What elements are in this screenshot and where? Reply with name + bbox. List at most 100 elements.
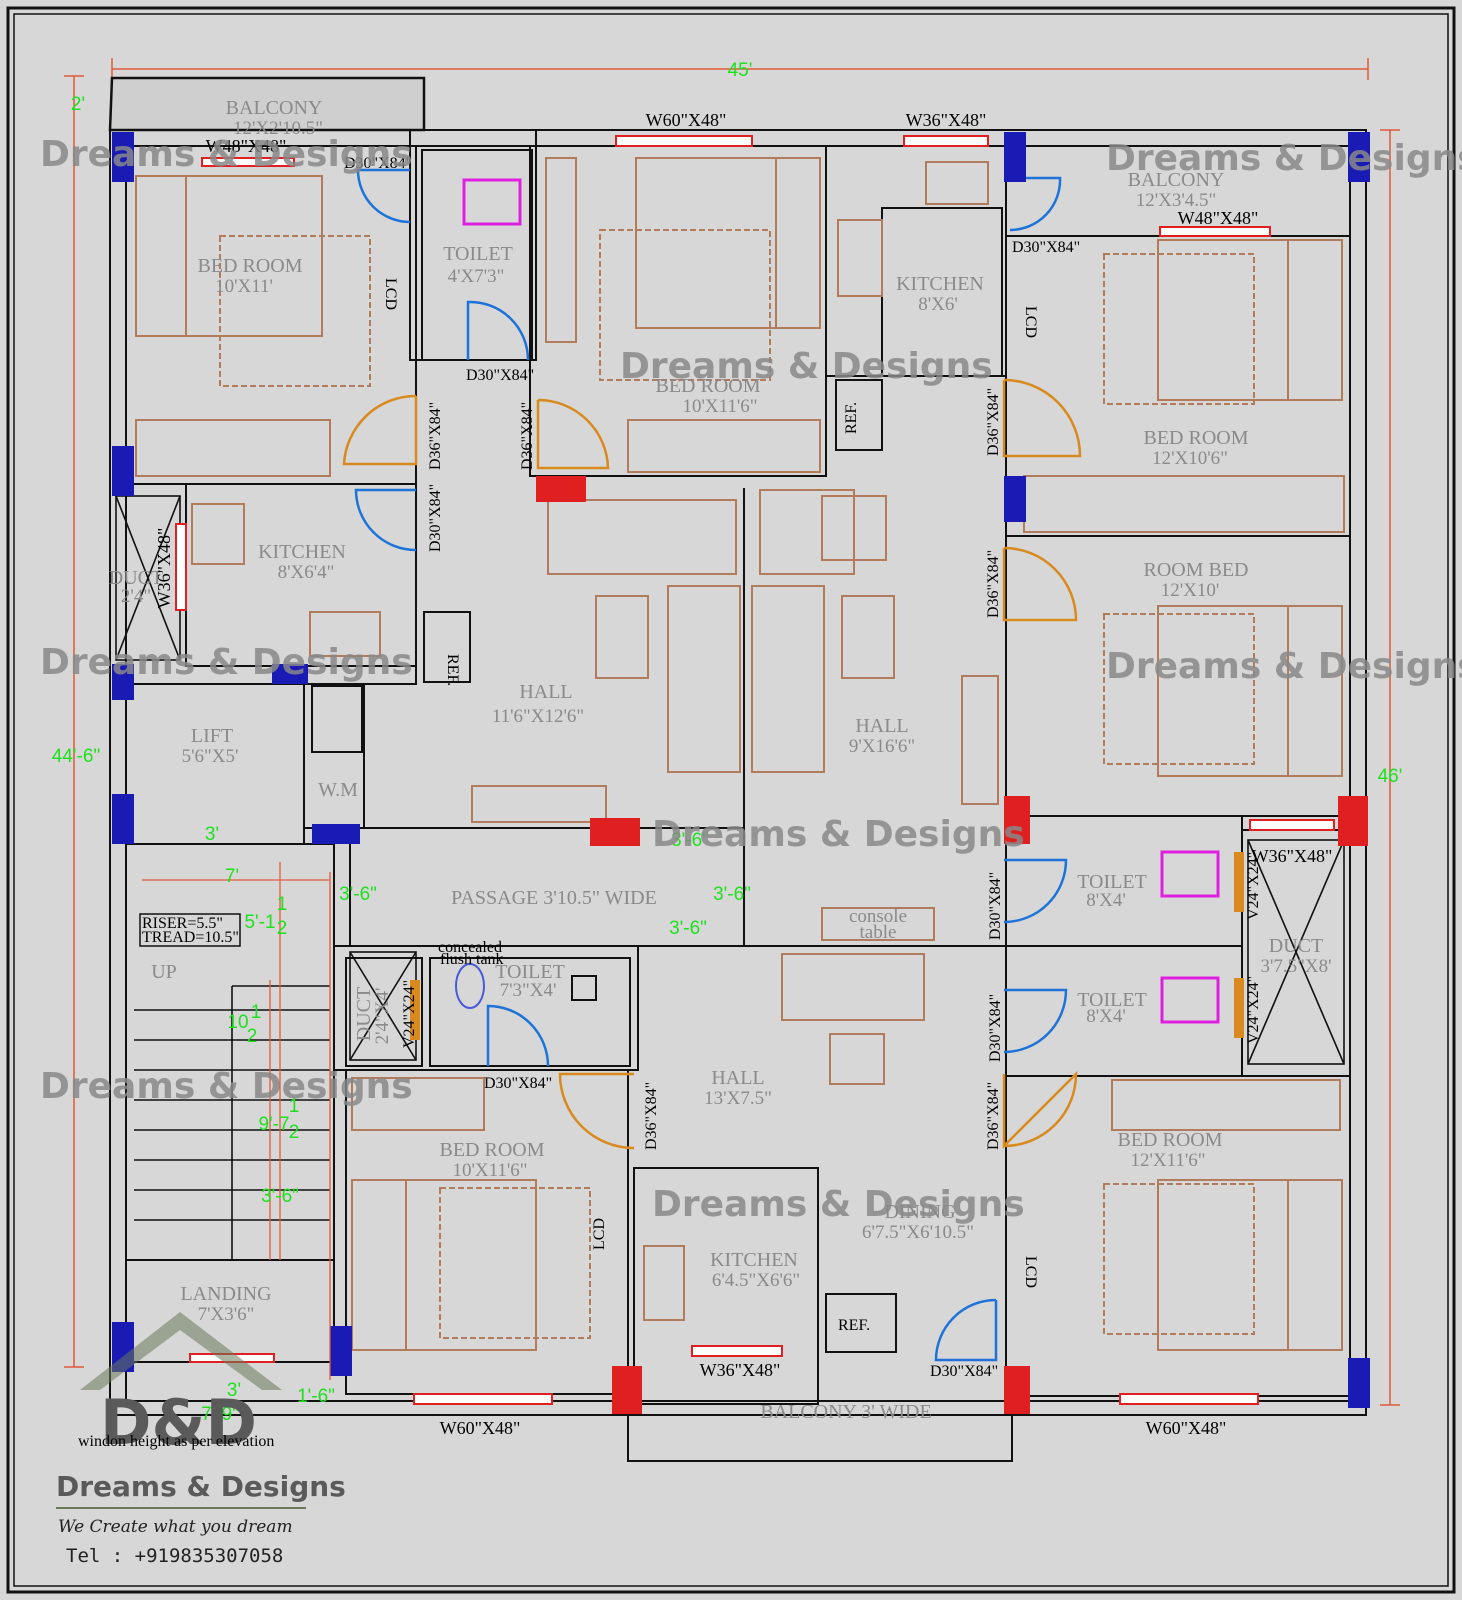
dim-fraction: 1 xyxy=(277,894,288,915)
tv-console xyxy=(471,785,607,823)
flush-tank-label: flush tank xyxy=(440,951,504,968)
floor-drain xyxy=(571,975,597,1001)
window-label: W36"X48" xyxy=(700,1360,781,1380)
wc-fixture xyxy=(1160,976,1220,1024)
door-label: D30"X84" xyxy=(1012,239,1080,256)
dim-label: 9'-7 xyxy=(258,1114,289,1135)
armchair xyxy=(821,495,887,561)
room-size: 9'X16'6" xyxy=(849,736,915,757)
frame-outer xyxy=(6,6,1456,1594)
room-size: 12'X3'4.5" xyxy=(1136,190,1217,211)
toilet-seat xyxy=(455,963,485,1009)
wardrobe xyxy=(351,1077,485,1131)
bed-headboard xyxy=(775,157,821,329)
bed xyxy=(635,157,777,329)
room-name: HALL xyxy=(711,1067,764,1089)
room-size: 6'7.5"X6'10.5" xyxy=(862,1222,974,1243)
door-label: D36"X84" xyxy=(985,550,1002,618)
overall-width-label: 45' xyxy=(728,60,753,81)
room-name: KITCHEN xyxy=(258,541,346,563)
bed xyxy=(1157,239,1289,401)
ventilator xyxy=(1234,978,1244,1038)
window xyxy=(691,1345,783,1357)
ventilator xyxy=(1234,852,1244,912)
room-name: BED ROOM xyxy=(1143,427,1248,449)
riser-label: RISER=5.5" xyxy=(142,915,223,932)
window-note: windon height as per elevation xyxy=(78,1433,274,1450)
watermark: Dreams & Designs xyxy=(1106,138,1462,179)
door-label: D30"X84" xyxy=(987,994,1004,1062)
room-name: TOILET xyxy=(443,243,513,265)
window-label: W36"X48" xyxy=(1252,846,1333,866)
balcony-offset-label: 2' xyxy=(71,94,85,115)
room-name: W.M xyxy=(318,779,358,801)
refrigerator xyxy=(835,379,883,451)
console-table xyxy=(821,907,935,941)
armchair xyxy=(759,489,855,575)
room-name: DUCT xyxy=(353,987,375,1041)
room-size: 7'X3'6" xyxy=(198,1304,255,1325)
logo-mark-house xyxy=(56,1312,306,1509)
dim-label: 3'-6" xyxy=(669,918,707,939)
rug xyxy=(1103,613,1255,765)
door-label: D30"X84" xyxy=(987,872,1004,940)
wc-fixture xyxy=(1160,850,1220,898)
rug xyxy=(599,229,771,381)
room-size: 8'X6'4" xyxy=(278,562,335,583)
wardrobe xyxy=(1111,1079,1341,1131)
dim-fraction: 2 xyxy=(277,918,288,939)
room-size: 10'X11'6" xyxy=(682,396,757,417)
sofa xyxy=(781,953,925,1021)
overall-left-height-label: 44'-6" xyxy=(52,746,100,767)
window-label: W48"X48" xyxy=(1178,208,1259,228)
room-size: 6'4.5"X6'6" xyxy=(712,1270,800,1291)
lcd-label: LCD xyxy=(382,278,399,310)
window xyxy=(1159,226,1271,237)
window-label: W60"X48" xyxy=(1146,1418,1227,1438)
bed xyxy=(1157,605,1289,777)
dim-label: 7' xyxy=(225,866,239,887)
room-size: 11'6"X12'6" xyxy=(492,706,584,727)
sanitary xyxy=(455,178,1220,1024)
dim-fraction: 1 xyxy=(251,1002,262,1023)
dim-label: 5'-1 xyxy=(244,912,275,933)
sink xyxy=(191,503,245,565)
room-size: 8'X6' xyxy=(918,294,958,315)
watermark: Dreams & Designs xyxy=(1106,646,1462,687)
door-label: D36"X84" xyxy=(427,402,444,470)
lcd-label: LCD xyxy=(591,1218,608,1250)
room-size: 8'X4' xyxy=(1086,1006,1126,1027)
stair-dimension-lines xyxy=(142,862,331,1380)
room-name: TOILET xyxy=(495,961,565,983)
watermark: Dreams & Designs xyxy=(40,642,413,683)
sink xyxy=(925,161,989,205)
room-name: KITCHEN xyxy=(710,1249,798,1271)
dim-label: 1'-6" xyxy=(297,1386,335,1407)
room-name: BED ROOM xyxy=(1117,1129,1222,1151)
door-label: D30"X84" xyxy=(344,155,412,172)
room-size: 12'X2'10.5" xyxy=(233,118,323,139)
room-size: 12'X11'6" xyxy=(1130,1150,1205,1171)
door-label: D36"X84" xyxy=(985,1082,1002,1150)
sofa xyxy=(751,585,825,773)
room-name: BED ROOM xyxy=(439,1139,544,1161)
ref-label: REF. xyxy=(444,654,461,686)
balcony-bottom-label: BALCONY 3' WIDE xyxy=(760,1401,931,1423)
room-size: 8'X4' xyxy=(1086,890,1126,911)
room-size: 12'X10' xyxy=(1161,580,1220,601)
dim-fraction: 1 xyxy=(289,1096,300,1117)
concealed-label: concealed xyxy=(438,939,502,956)
refrigerator xyxy=(825,1293,897,1353)
room-name: DUCT xyxy=(1269,935,1323,957)
rug xyxy=(439,1187,591,1339)
dim-label: 3' xyxy=(205,824,219,845)
rug xyxy=(1103,1183,1255,1335)
room-name: ROOM BED xyxy=(1143,559,1248,581)
room-size: 12'X10'6" xyxy=(1152,448,1228,469)
door-label: D36"X84" xyxy=(519,402,536,470)
logo-phone: Tel : +919835307058 xyxy=(66,1545,283,1567)
lcd-label: LCD xyxy=(1022,306,1039,338)
dim-fraction: 2 xyxy=(247,1026,258,1047)
window-label: W60"X48" xyxy=(440,1418,521,1438)
